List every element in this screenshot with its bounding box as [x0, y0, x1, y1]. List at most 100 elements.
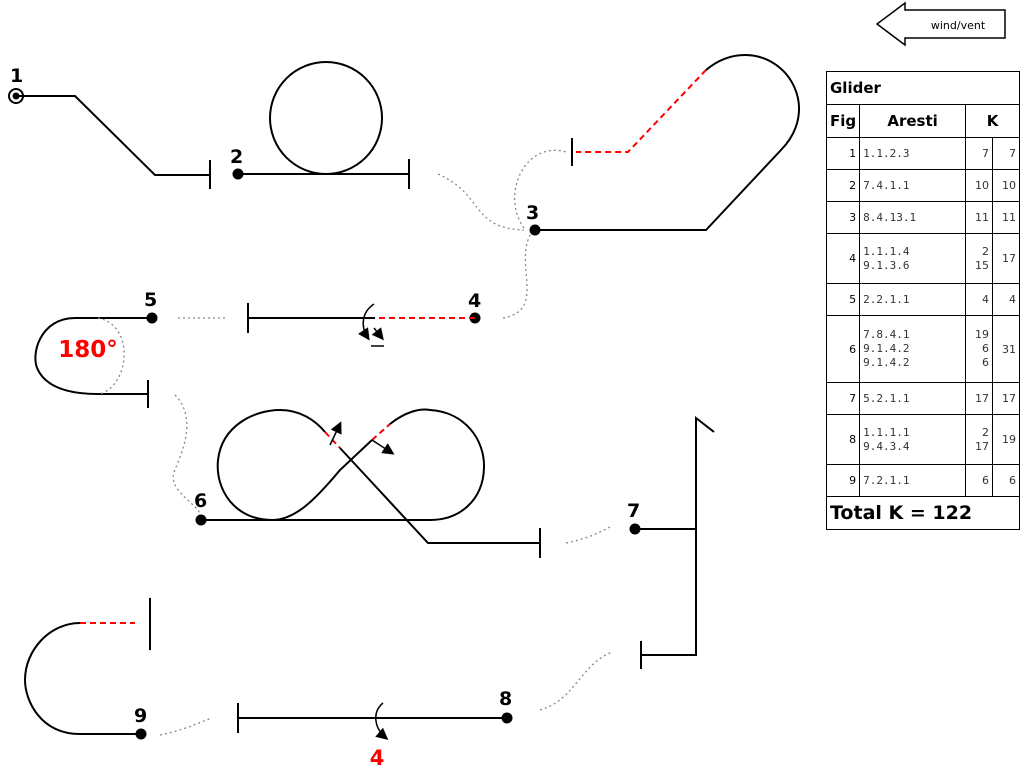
figure-9-loop [23, 622, 141, 735]
row-k: 7 [965, 137, 993, 170]
figure-5-turn-guide [97, 317, 125, 395]
figure-number-5: 5 [144, 289, 157, 311]
k-value: 19 [975, 328, 989, 341]
wind-arrow-shape [875, 1, 1006, 47]
figure-1-path [16, 95, 210, 176]
k-value: 15 [975, 258, 989, 272]
aresti-code: 5.2.1.1 [863, 391, 910, 405]
roll-arrow-2-icon [371, 327, 384, 341]
aresti-code: 1.1.1.4 [863, 244, 910, 258]
k-value: 2 [982, 425, 989, 439]
row-fig: 1 [825, 137, 861, 170]
row-k-total: 6 [992, 464, 1020, 497]
figure-number-4: 4 [468, 290, 481, 312]
figure-number-6: 6 [194, 490, 207, 512]
aresti-code: 1.1.2.3 [863, 146, 910, 160]
figure-6: 6 [194, 408, 541, 558]
figure-7: 7 [627, 415, 715, 669]
connector-5-6 [172, 394, 201, 516]
figure-2: 2 [230, 61, 410, 189]
figure-6-loop-right [272, 408, 486, 521]
aresti-code: 7.2.1.1 [863, 473, 910, 487]
wind-label: wind/vent [931, 19, 986, 32]
connector-7-8 [539, 651, 613, 711]
k-value: 17 [975, 439, 989, 453]
figure-number-8: 8 [499, 688, 512, 710]
wind-arrow: wind/vent [875, 1, 1006, 47]
k-value: 11 [975, 210, 989, 224]
row-aresti: 2.2.1.1 [859, 283, 966, 316]
figure-number-1: 1 [10, 65, 23, 87]
figure-6-loop-left [201, 408, 326, 521]
aresti-code: 8.4.13.1 [863, 210, 917, 224]
figure-6-exit [339, 447, 540, 544]
row-fig: 6 [825, 315, 861, 383]
header-aresti: Aresti [859, 104, 966, 138]
row-k: 6 [965, 464, 993, 497]
connector-8-9 [159, 717, 213, 736]
header-fig: Fig [825, 104, 861, 138]
connector-3-exit [514, 149, 567, 229]
aresti-code: 1.1.1.1 [863, 425, 910, 439]
row-k: 17 [965, 382, 993, 415]
row-k-total: 31 [992, 315, 1020, 383]
total-k: Total K = 122 [826, 496, 1020, 530]
figure-9: 9 [23, 598, 151, 740]
figure-5: 180° 5 [34, 289, 158, 408]
row-fig: 2 [825, 169, 861, 202]
aresti-code: 9.4.3.4 [863, 439, 910, 453]
k-value: 6 [982, 473, 989, 487]
figure-number-7: 7 [627, 500, 640, 522]
k-value: 7 [982, 146, 989, 160]
aresti-code: 9.1.4.2 [863, 342, 910, 355]
figure-1: 1 [8, 65, 211, 189]
row-k-total: 7 [992, 137, 1020, 170]
row-aresti: 7.4.1.1 [859, 169, 966, 202]
k-value: 10 [975, 178, 989, 192]
row-fig: 3 [825, 201, 861, 234]
roll-arrow-8-icon [375, 702, 389, 740]
row-k: 11 [965, 201, 993, 234]
figure-3-path [535, 53, 800, 231]
row-fig: 4 [825, 233, 861, 284]
k-value: 2 [982, 244, 989, 258]
figure-3: 3 [526, 53, 800, 236]
k-value: 17 [975, 391, 989, 405]
row-aresti: 7.2.1.1 [859, 464, 966, 497]
rolls-4-label: 4 [370, 746, 385, 770]
aresti-code: 9.1.3.6 [863, 258, 910, 272]
row-fig: 7 [825, 382, 861, 415]
aresti-code: 7.4.1.1 [863, 178, 910, 192]
row-k-total: 19 [992, 414, 1020, 465]
connector-6-7 [565, 526, 611, 544]
aresti-code: 9.1.4.2 [863, 356, 910, 369]
row-fig: 9 [825, 464, 861, 497]
row-k-total: 10 [992, 169, 1020, 202]
header-k: K [965, 104, 1020, 138]
aresti-code: 2.2.1.1 [863, 292, 910, 306]
figure-7-path [641, 415, 715, 656]
figure-6-cross [271, 439, 373, 521]
figure-3-red-line [576, 69, 707, 153]
roll-arrow-icon [358, 303, 375, 341]
row-aresti: 8.4.13.1 [859, 201, 966, 234]
row-k-total: 17 [992, 233, 1020, 284]
figure-2-loop [269, 61, 383, 175]
roll-arrow-6a-icon [329, 421, 342, 446]
row-k-total: 17 [992, 382, 1020, 415]
k-value: 6 [982, 342, 989, 355]
table-title: Glider [826, 71, 1020, 105]
